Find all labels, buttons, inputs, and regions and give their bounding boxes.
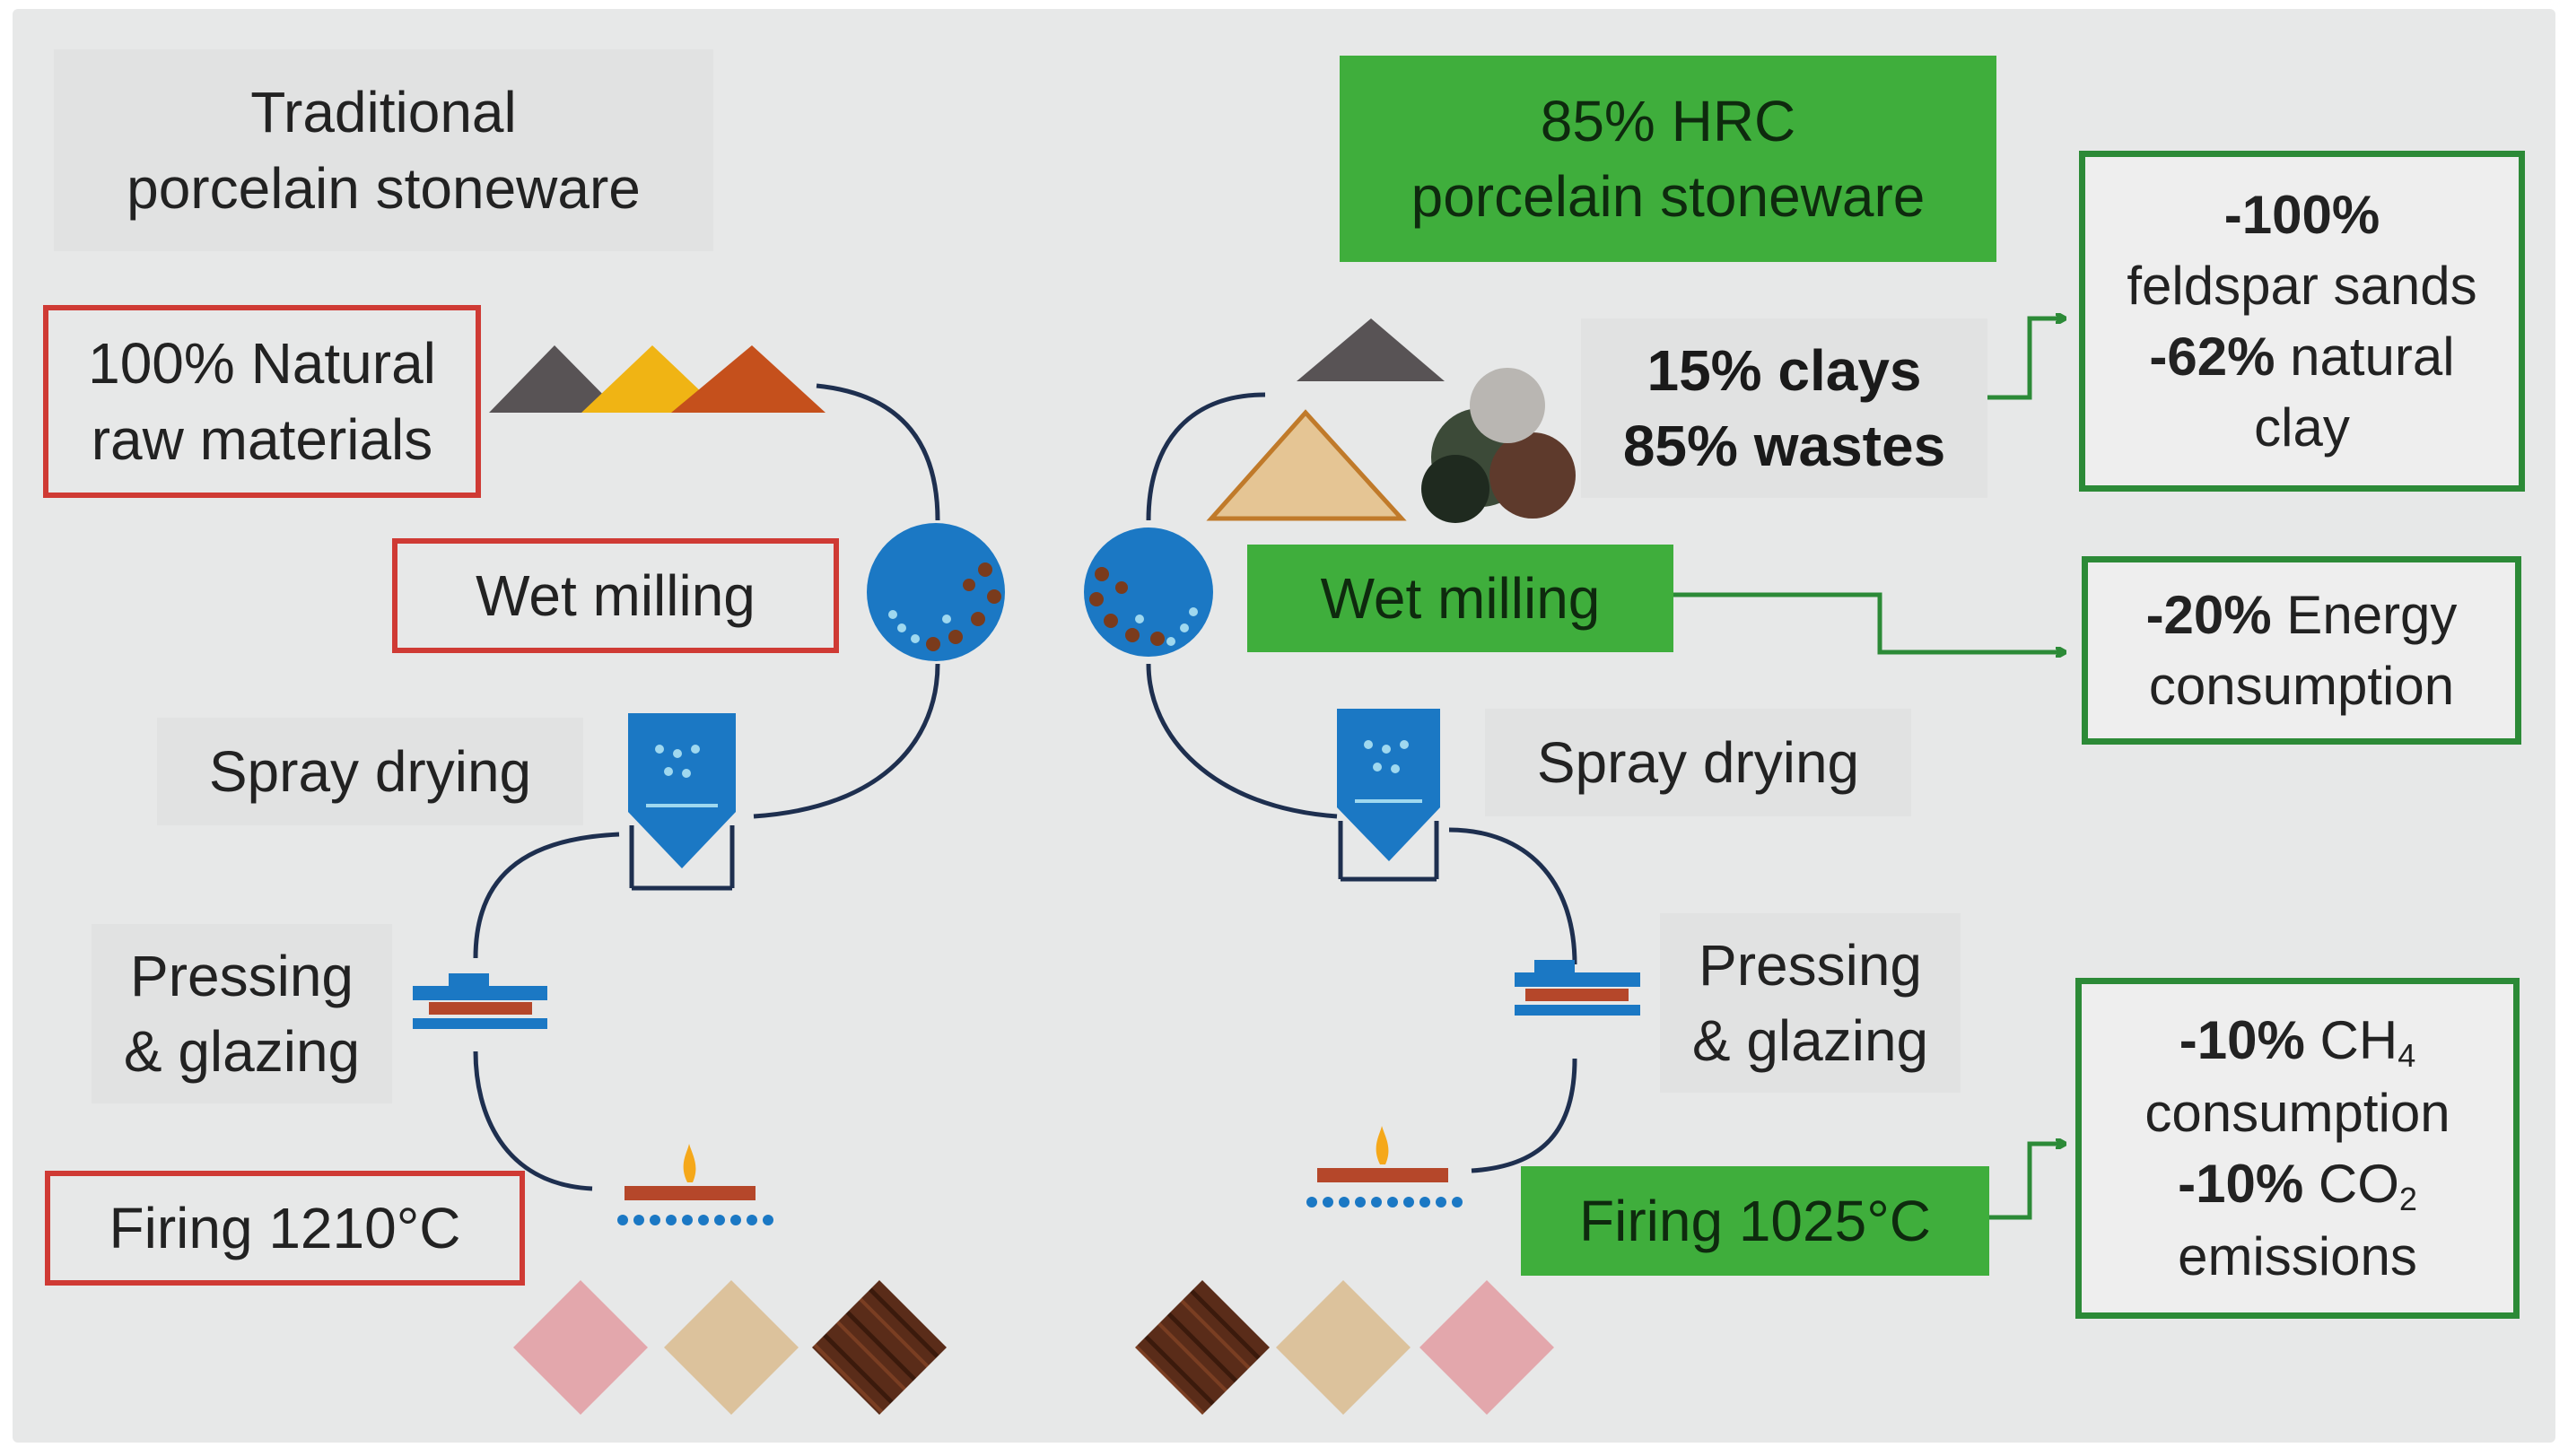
right-spray-drying-label: Spray drying [1485, 709, 1911, 816]
outcome-raw-line-1: -100% [2223, 184, 2380, 245]
left-spray-dryer-icon [628, 713, 736, 891]
left-raw-materials-box: 100% Natural raw materials [43, 305, 481, 498]
left-pressing-line-2: & glazing [123, 1019, 361, 1084]
right-kiln-icon [1306, 1126, 1463, 1208]
outcome-energy-box: -20% Energy consumption [2082, 556, 2521, 745]
right-mill-icon [1084, 527, 1213, 657]
right-title-line-2: porcelain stoneware [1411, 164, 1926, 229]
left-pressing-label: Pressing & glazing [92, 924, 392, 1103]
left-mill-icon [867, 523, 1005, 661]
right-pressing-label: Pressing & glazing [1660, 913, 1961, 1093]
right-raw-piles-icon [1206, 318, 1576, 523]
left-raw-line-1: 100% Natural [88, 331, 436, 397]
outcome-gas-box: -10% CH4 consumption -10% CO2 emissions [2075, 978, 2520, 1319]
outcome-raw-line-3-rest: natural [2275, 327, 2455, 387]
outcome-gas-line-3-rest: CO [2303, 1154, 2399, 1214]
outcome-raw-materials-box: -100% feldspar sands -62% natural clay [2079, 151, 2525, 492]
right-raw-line-2: 85% wastes [1622, 414, 1946, 478]
outcome-gas-line-1-bold: -10% [2179, 1010, 2305, 1071]
left-pressing-line-1: Pressing [130, 943, 354, 1008]
outcome-gas-line-3: -10% CO2 [2178, 1148, 2417, 1221]
outcome-raw-line-3-bold: -62% [2149, 327, 2275, 387]
left-spray-drying-label: Spray drying [157, 718, 583, 825]
outcome-energy-line-1-bold: -20% [2145, 584, 2272, 645]
right-firing-box: Firing 1025°C [1521, 1166, 1989, 1276]
left-connectors [473, 383, 940, 1191]
right-tiles-icon [1135, 1280, 1554, 1415]
right-press-icon [1515, 960, 1640, 1016]
right-connectors [1146, 392, 1577, 1173]
right-pressing-line-2: & glazing [1691, 1008, 1929, 1073]
right-title-line-1: 85% HRC [1540, 88, 1796, 153]
left-title-line-2: porcelain stoneware [127, 155, 641, 221]
right-raw-line-1: 15% clays [1646, 337, 1922, 403]
left-press-icon [413, 973, 547, 1029]
outcome-raw-line-2: feldspar sands [2127, 255, 2477, 316]
outcome-gas-line-2: consumption [2144, 1082, 2450, 1143]
right-spray-dryer-icon [1337, 709, 1440, 882]
left-raw-piles-icon [489, 345, 825, 413]
outcome-gas-line-4: emissions [2178, 1225, 2417, 1286]
outcome-raw-line-4: clay [2254, 397, 2350, 458]
outcome-energy-line-1: -20% Energy [2146, 580, 2458, 650]
left-title: Traditional porcelain stoneware [54, 49, 713, 251]
left-tiles-icon [513, 1280, 947, 1415]
outcome-energy-line-1-rest: Energy [2271, 584, 2458, 645]
outcome-arrows [1671, 318, 2064, 1220]
left-title-line-1: Traditional [250, 80, 517, 145]
left-wet-milling-box: Wet milling [392, 538, 839, 653]
outcome-energy-line-2: consumption [2148, 656, 2455, 716]
right-raw-materials-label: 15% clays 85% wastes [1581, 318, 1987, 498]
outcome-gas-line-1-rest: CH [2304, 1010, 2398, 1071]
left-firing-box: Firing 1210°C [45, 1171, 525, 1286]
outcome-gas-line-3-sub: 2 [2398, 1181, 2417, 1217]
left-raw-line-2: raw materials [91, 406, 433, 472]
outcome-gas-line-3-bold: -10% [2178, 1154, 2304, 1214]
outcome-gas-line-1: -10% CH4 [2179, 1005, 2415, 1077]
left-kiln-icon [617, 1144, 773, 1225]
outcome-gas-line-1-sub: 4 [2398, 1037, 2416, 1075]
right-pressing-line-1: Pressing [1699, 932, 1922, 998]
outcome-raw-line-3: -62% natural [2149, 321, 2454, 392]
right-wet-milling-box: Wet milling [1247, 545, 1673, 652]
right-title: 85% HRC porcelain stoneware [1340, 56, 1996, 262]
